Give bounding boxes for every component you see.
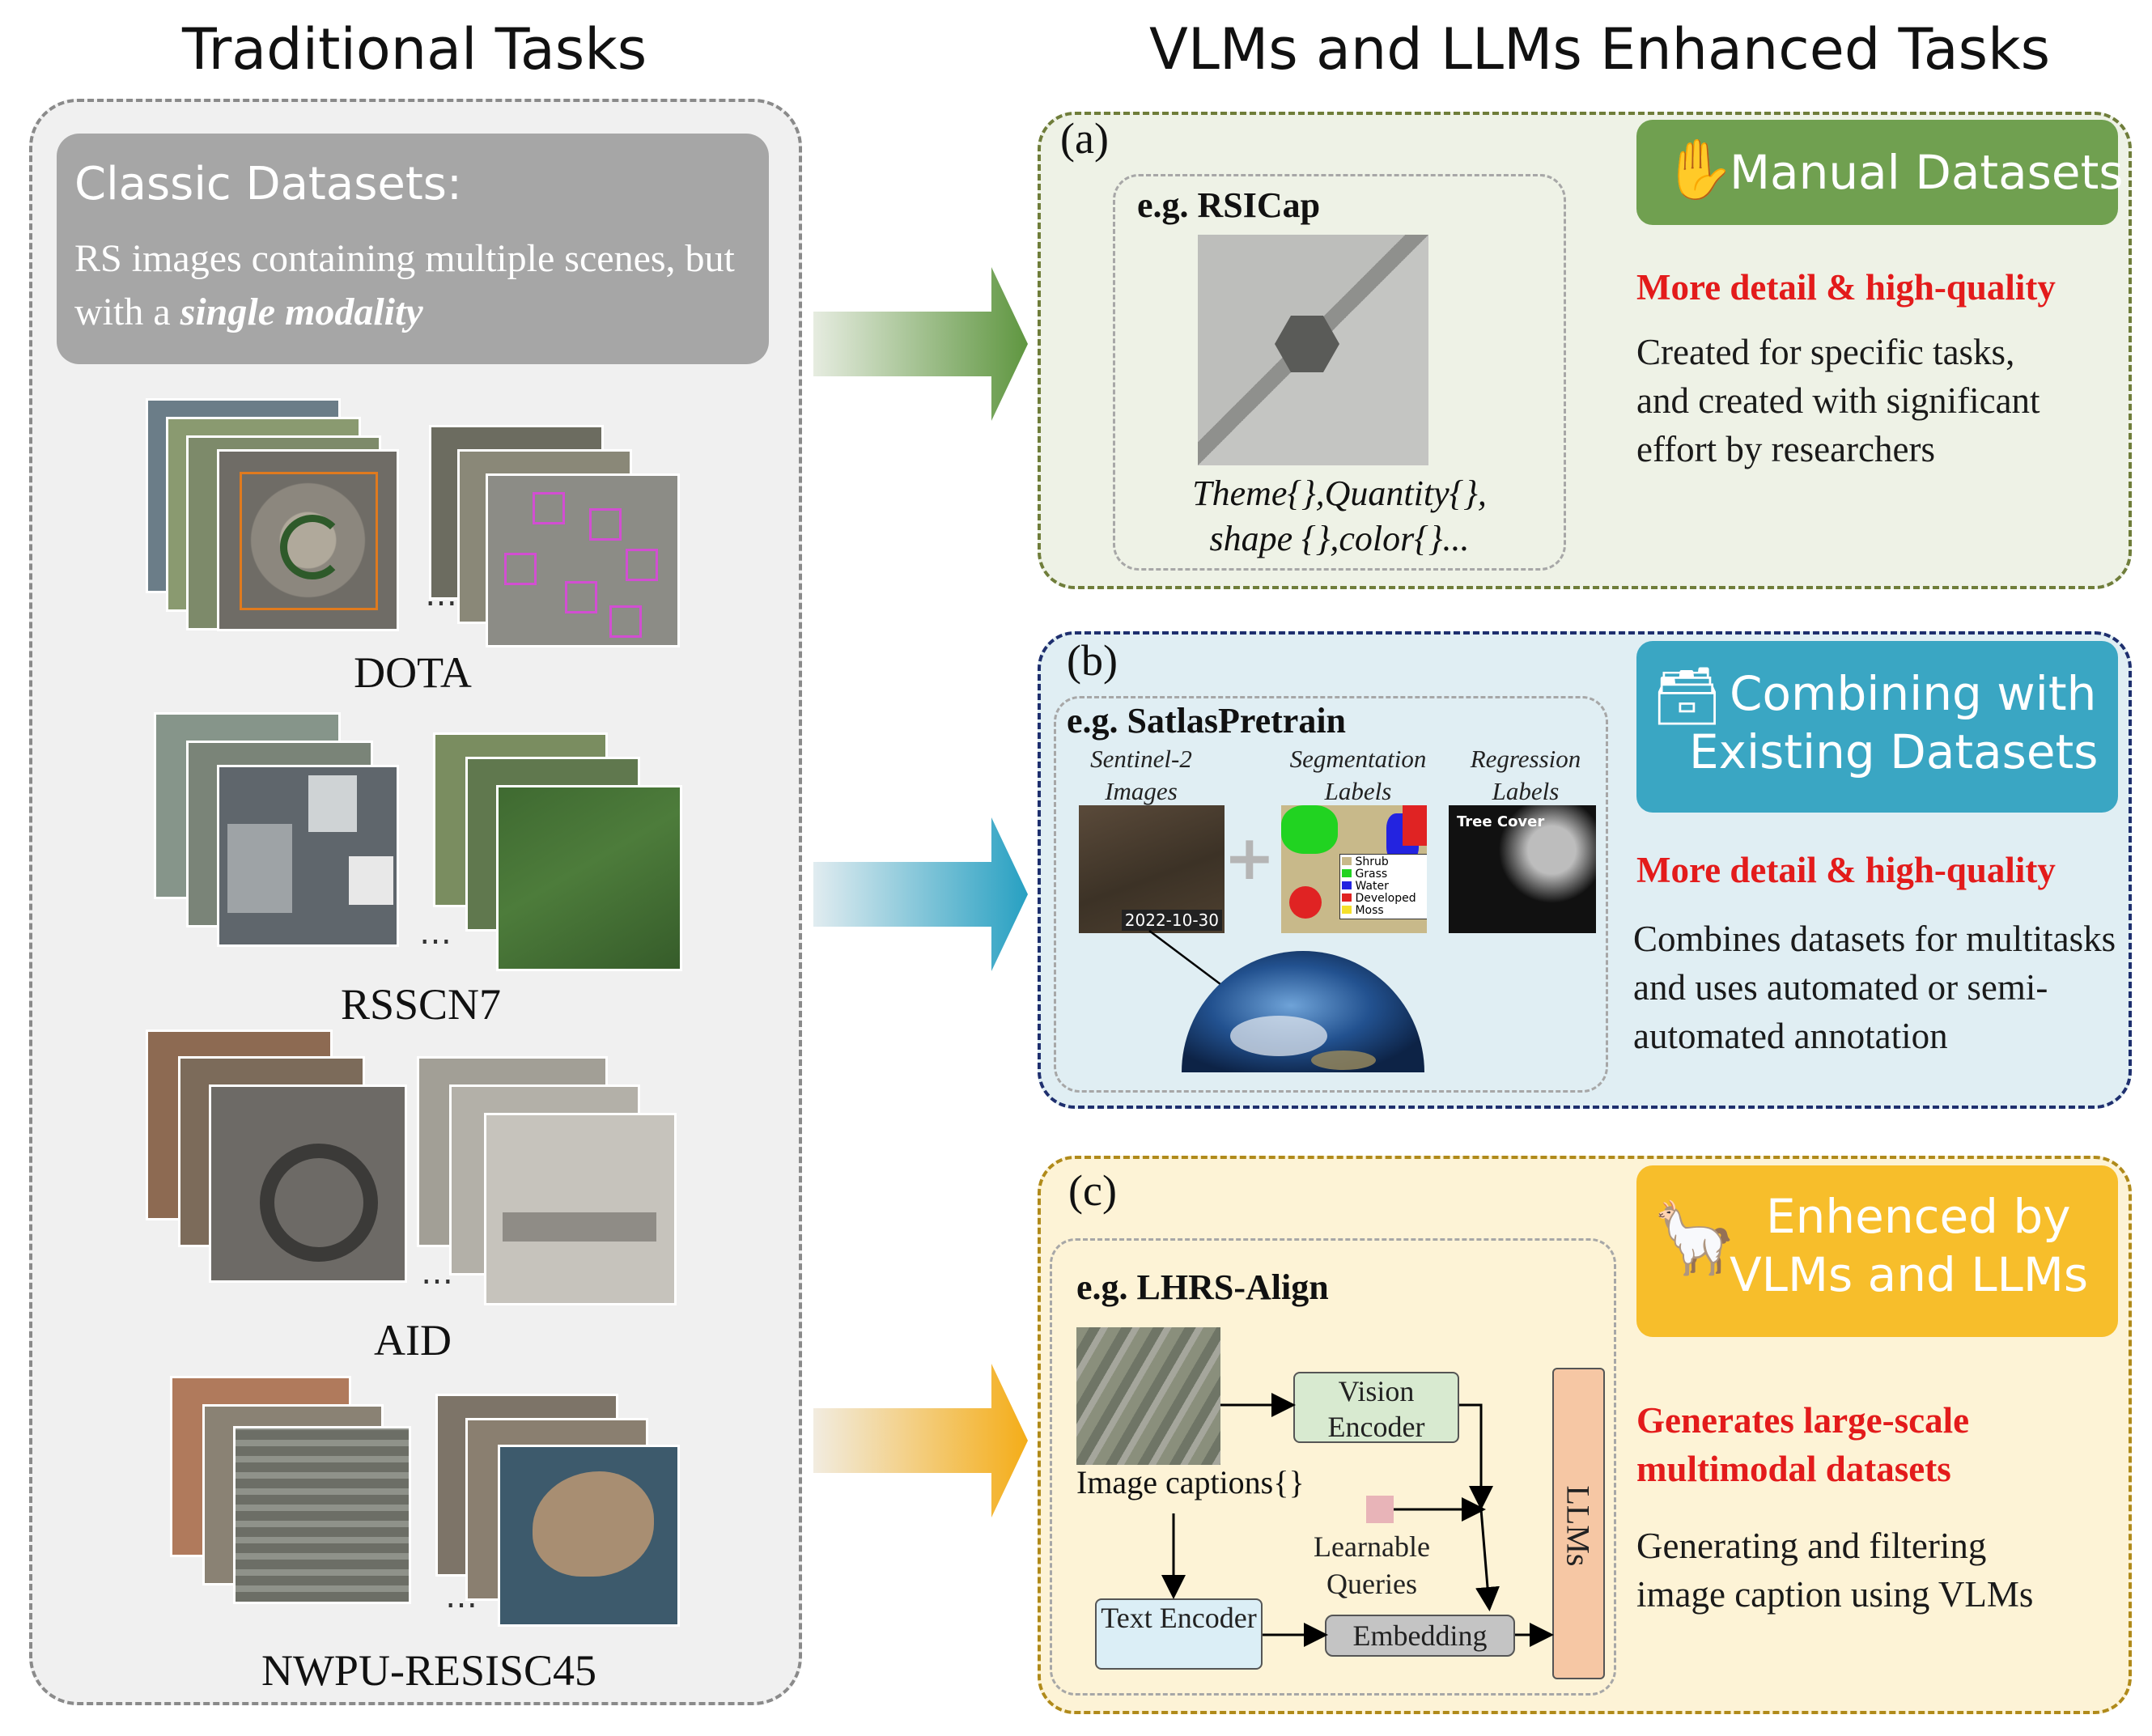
rsscn7-city-image: [217, 765, 399, 947]
aid-airport-image: [484, 1113, 677, 1305]
classic-datasets-box: Classic Datasets: RS images containing m…: [57, 134, 769, 364]
panel-c-description: Generating and filtering image caption u…: [1636, 1526, 2034, 1615]
rsscn7-building: [308, 775, 357, 832]
nwpu-island-image: [498, 1445, 680, 1627]
text-encoder-node: Text Encoder: [1095, 1598, 1263, 1670]
dota-plane-box: [565, 581, 597, 613]
segment-grass: [1281, 805, 1338, 854]
lhrs-flow-arrows: [1161, 1393, 1554, 1647]
left-column-title: Traditional Tasks: [182, 16, 647, 83]
panel-b-example-title: e.g. SatlasPretrain: [1067, 701, 1347, 741]
nwpu-parking-image: [233, 1426, 411, 1604]
combining-line-2: Existing Datasets: [1689, 724, 2099, 779]
lhrs-image: [1076, 1327, 1220, 1465]
combining-line-1: Combining with: [1730, 666, 2097, 721]
panel-a-letter: (a): [1060, 114, 1109, 163]
dota-plane-box: [609, 605, 642, 638]
learnable-queries-label: Learnable Queries: [1314, 1530, 1430, 1600]
manual-datasets-label: Manual Datasets: [1730, 145, 2124, 200]
vision-encoder-node: Vision Encoder: [1293, 1372, 1459, 1443]
segmentation-labels-label: Segmentation Labels: [1289, 745, 1427, 805]
segmentation-legend: Shrub Grass Water Developed Moss: [1339, 854, 1427, 919]
panel-a-description: Created for specific tasks, and created …: [1636, 332, 2040, 469]
image-captions-label: Image captions{}: [1076, 1464, 1305, 1500]
dota-plane-box: [504, 553, 537, 585]
aid-ellipsis: …: [421, 1254, 453, 1292]
rsscn7-ellipsis: …: [419, 915, 452, 952]
right-column-title: VLMs and LLMs Enhanced Tasks: [1149, 16, 2051, 83]
rsscn7-building: [349, 856, 393, 905]
panel-a-example-title: e.g. RSICap: [1137, 185, 1321, 225]
sentinel-image: 2022-10-30: [1079, 805, 1225, 933]
segmentation-image: Shrub Grass Water Developed Moss: [1281, 805, 1427, 933]
panel-b-description: Combines datasets for multitasks and use…: [1633, 919, 2116, 1056]
nwpu-label: NWPU-RESISC45: [261, 1646, 597, 1695]
embedding-node: Embedding: [1325, 1615, 1515, 1657]
aid-label: AID: [374, 1316, 452, 1365]
rsscn7-field-image: [496, 785, 682, 971]
panel-b-highlight: More detail & high-quality: [1636, 850, 2056, 890]
dota-ellipsis: …: [425, 576, 457, 613]
dota-label: DOTA: [354, 648, 472, 697]
llms-node: LLMs: [1552, 1368, 1605, 1679]
arrow-to-panel-b: [813, 817, 1028, 971]
enhanced-line-1: Enhenced by: [1766, 1189, 2071, 1244]
combining-datasets-tag: 🗃 Combining with Existing Datasets: [1636, 641, 2118, 813]
rsscn7-building: [227, 824, 292, 913]
sentinel-images-label: Sentinel-2 Images: [1090, 745, 1192, 805]
earth-globe: [1148, 930, 1424, 1072]
dota-roundabout-image: [217, 449, 399, 631]
nwpu-ellipsis: …: [445, 1578, 478, 1615]
plus-icon: +: [1224, 821, 1275, 893]
dota-annotation-box: [240, 472, 378, 610]
enhanced-line-2: VLMs and LLMs: [1730, 1247, 2089, 1302]
sentinel-date: 2022-10-30: [1121, 910, 1222, 931]
panel-c-highlight: Generates large-scale multimodal dataset…: [1636, 1400, 1970, 1489]
nwpu-island-land: [533, 1471, 654, 1577]
dota-plane-box: [533, 492, 565, 524]
segment-developed: [1403, 805, 1427, 846]
dota-plane-box: [626, 549, 658, 581]
learnable-query-token: [1366, 1496, 1394, 1523]
regression-image: Tree Cover: [1449, 805, 1596, 933]
regression-label-text: Tree Cover: [1457, 813, 1545, 830]
file-box-icon: 🗃: [1651, 663, 1723, 729]
panel-c-example-title: e.g. LHRS-Align: [1076, 1267, 1329, 1307]
rsscn7-label: RSSCN7: [340, 980, 502, 1029]
dota-roundabout-ring: [280, 515, 345, 579]
dota-airport-image: [486, 473, 680, 647]
rsicap-image: [1198, 235, 1428, 465]
llama-icon: 🦙: [1651, 1198, 1738, 1279]
panel-c-letter: (c): [1068, 1166, 1117, 1215]
classic-datasets-description: RS images containing multiple scenes, bu…: [74, 237, 735, 333]
segment-developed: [1289, 886, 1322, 919]
regression-labels-label: Regression Labels: [1470, 745, 1581, 805]
aid-terminal: [503, 1212, 656, 1242]
panel-a-attributes: Theme{},Quantity{}, shape {},color{}...: [1192, 473, 1487, 558]
aid-interchange-image: [209, 1084, 407, 1283]
dota-plane-box: [589, 508, 622, 541]
enhanced-by-llms-tag: 🦙 Enhenced by VLMs and LLMs: [1636, 1165, 2118, 1337]
arrow-to-panel-a: [813, 267, 1028, 421]
arrow-to-panel-c: [813, 1364, 1028, 1517]
panel-b-letter: (b): [1067, 636, 1118, 685]
panel-b-example-box: [1054, 696, 1608, 1093]
manual-datasets-tag: ✋ Manual Datasets: [1636, 120, 2124, 225]
panel-c-example-box: [1050, 1238, 1616, 1696]
aid-interchange-loop: [260, 1144, 378, 1262]
rsicap-skylight: [1275, 316, 1339, 372]
panel-a-highlight: More detail & high-quality: [1636, 267, 2056, 308]
raised-hand-icon: ✋: [1662, 135, 1735, 203]
classic-datasets-title: Classic Datasets:: [74, 158, 462, 210]
panel-a-example-box: [1113, 174, 1566, 571]
